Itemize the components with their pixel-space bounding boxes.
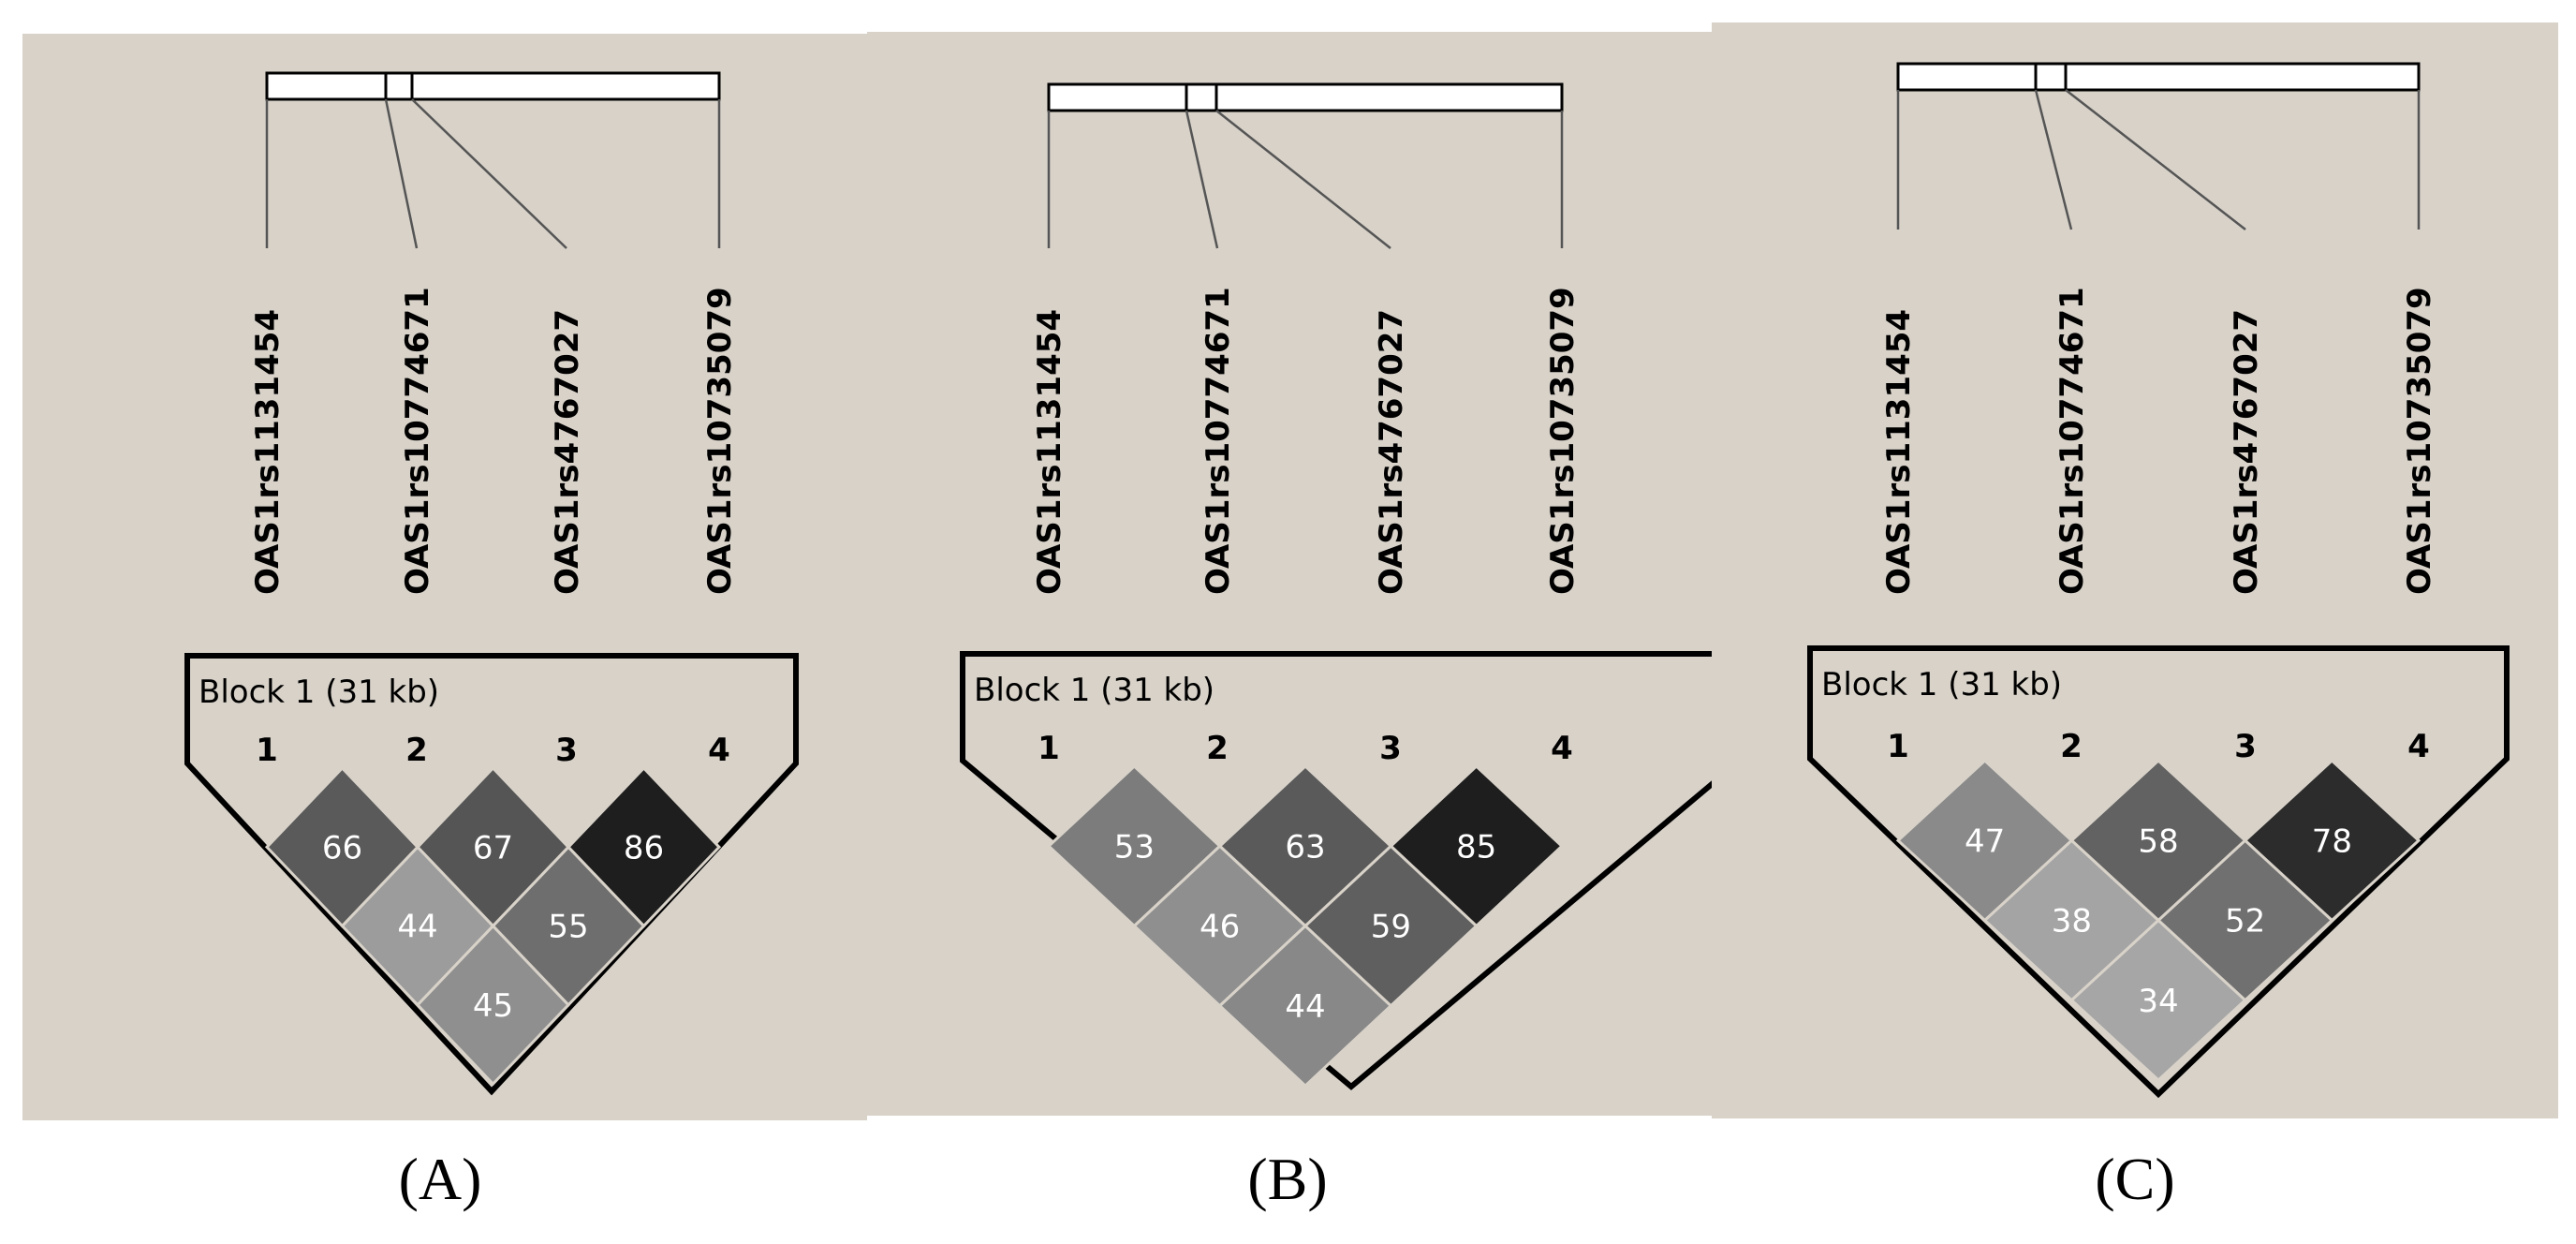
marker-index: 1 (256, 732, 278, 769)
panel-c: OAS1rs1131454 OAS1rs10774671 OAS1rs4767027… (1712, 22, 2558, 1212)
ld-cell-value: 55 (548, 909, 588, 946)
panel-label: (B) (1247, 1146, 1327, 1212)
ld-cell-value: 53 (1114, 828, 1155, 866)
marker-label: OAS1rs10774671 (1200, 287, 1237, 595)
ld-cell-1-4: 45 (415, 924, 571, 1087)
marker-label: OAS1rs10735079 (701, 287, 739, 595)
ld-cell-value: 63 (1285, 828, 1325, 866)
ld-cell-value: 44 (397, 909, 437, 946)
marker-label: OAS1rs1131454 (1880, 309, 1918, 595)
marker-index: 2 (2060, 728, 2083, 765)
panel-label: (C) (2095, 1146, 2174, 1212)
panel-b: OAS1rs1131454 OAS1rs10774671 OAS1rs4767027… (867, 32, 1743, 1212)
ld-cell-value: 78 (2312, 822, 2352, 860)
ld-cell-value: 66 (322, 829, 362, 866)
marker-label: OAS1rs4767027 (549, 309, 586, 595)
marker-connector-line (1215, 110, 1391, 249)
ld-cell-value: 46 (1200, 909, 1240, 946)
marker-label: OAS1rs10774671 (399, 287, 436, 595)
marker-connector-line (2034, 89, 2073, 230)
ld-cell-value: 58 (2138, 822, 2178, 860)
block-title: Block 1 (31 kb) (199, 674, 439, 711)
marker-connector-line (411, 98, 567, 249)
marker-connector-line (384, 98, 419, 249)
ld-cell-diamond (415, 924, 571, 1087)
ld-cell-diamond (2069, 918, 2247, 1083)
ld-cell-value: 45 (473, 987, 513, 1025)
marker-index: 2 (405, 732, 428, 769)
ld-cell-1-4: 44 (1217, 924, 1393, 1088)
marker-index: 2 (1206, 730, 1229, 767)
marker-index: 1 (1038, 730, 1060, 767)
marker-label: OAS1rs4767027 (2228, 309, 2265, 595)
ld-cell-1-3: 38 (1982, 838, 2161, 1002)
marker-index: 4 (708, 732, 730, 769)
marker-index: 1 (1887, 728, 1909, 765)
marker-index: 3 (2234, 728, 2257, 765)
marker-label: OAS1rs10735079 (1544, 287, 1582, 595)
ld-cell-value: 52 (2225, 903, 2265, 940)
marker-index: 3 (1379, 730, 1402, 767)
ld-cell-1-4: 34 (2069, 918, 2247, 1083)
marker-index: 4 (1551, 730, 1573, 767)
marker-label: OAS1rs10735079 (2401, 287, 2438, 595)
ld-cell-value: 85 (1456, 828, 1496, 866)
ld-block-outline (1807, 645, 2510, 1099)
panel-label: (A) (399, 1146, 482, 1212)
ld-cell-value: 47 (1965, 822, 2005, 860)
marker-index: 4 (2407, 728, 2430, 765)
ld-block-outline (960, 651, 1743, 1090)
ld-cell-diamond (1217, 924, 1393, 1088)
marker-connector-line (2065, 89, 2246, 230)
ld-cell-2-4: 59 (1303, 844, 1479, 1008)
block-title: Block 1 (31 kb) (1821, 666, 2062, 703)
block-title: Block 1 (31 kb) (974, 672, 1214, 709)
ld-cell-value: 86 (624, 829, 664, 866)
marker-connector-line (1185, 110, 1219, 249)
panel-a: OAS1rs1131454 OAS1rs10774671 OAS1rs4767027… (22, 34, 867, 1212)
marker-index: 3 (555, 732, 578, 769)
chromosome-bar (265, 71, 721, 101)
ld-cell-value: 59 (1371, 909, 1411, 946)
ld-cell-value: 34 (2138, 983, 2178, 1020)
ld-cell-value: 38 (2052, 903, 2092, 940)
marker-label: OAS1rs1131454 (1031, 309, 1068, 595)
chromosome-bar (1896, 62, 2421, 92)
marker-label: OAS1rs1131454 (249, 309, 287, 595)
marker-label: OAS1rs4767027 (1373, 309, 1410, 595)
chromosome-bar (1047, 82, 1564, 112)
marker-label: OAS1rs10774671 (2053, 287, 2091, 595)
ld-cell-value: 44 (1285, 988, 1325, 1026)
ld-cell-value: 67 (473, 829, 513, 866)
